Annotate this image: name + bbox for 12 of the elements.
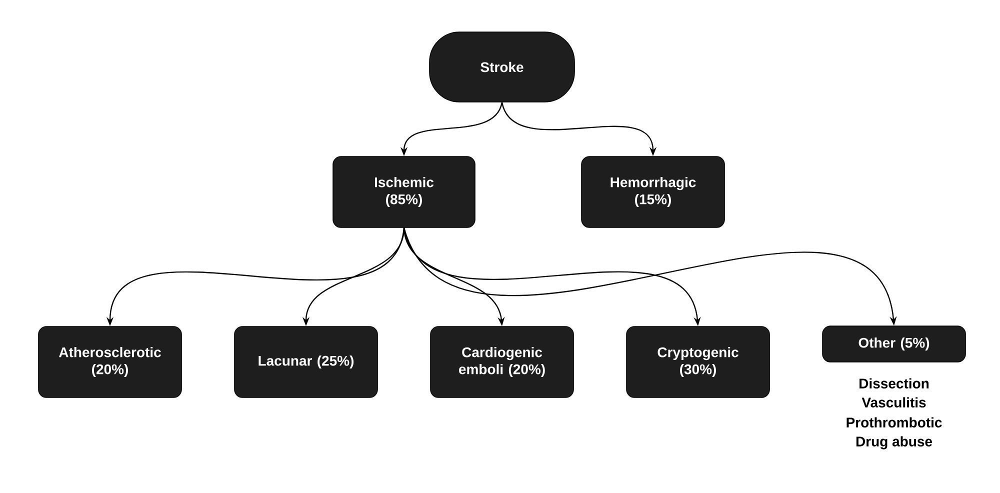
category-box: Ischemic (85%) xyxy=(332,156,476,228)
category-box: Atherosclerotic (20%) xyxy=(38,326,182,398)
category-box: Cardiogenic emboli (20%) xyxy=(430,326,574,398)
category-box: Lacunar (25%) xyxy=(234,326,378,398)
category-box: Cryptogenic (30%) xyxy=(626,326,770,398)
note-text: Prothrombotic xyxy=(846,417,942,428)
category-box: Hemorrhagic (15%) xyxy=(581,156,725,228)
note-text: Vasculitis xyxy=(862,397,926,408)
category-box: Other (5%) xyxy=(822,326,966,362)
pill-box: Stroke xyxy=(429,32,575,102)
note-text: Dissection xyxy=(860,378,929,388)
note-text: Drug abuse xyxy=(856,436,932,450)
